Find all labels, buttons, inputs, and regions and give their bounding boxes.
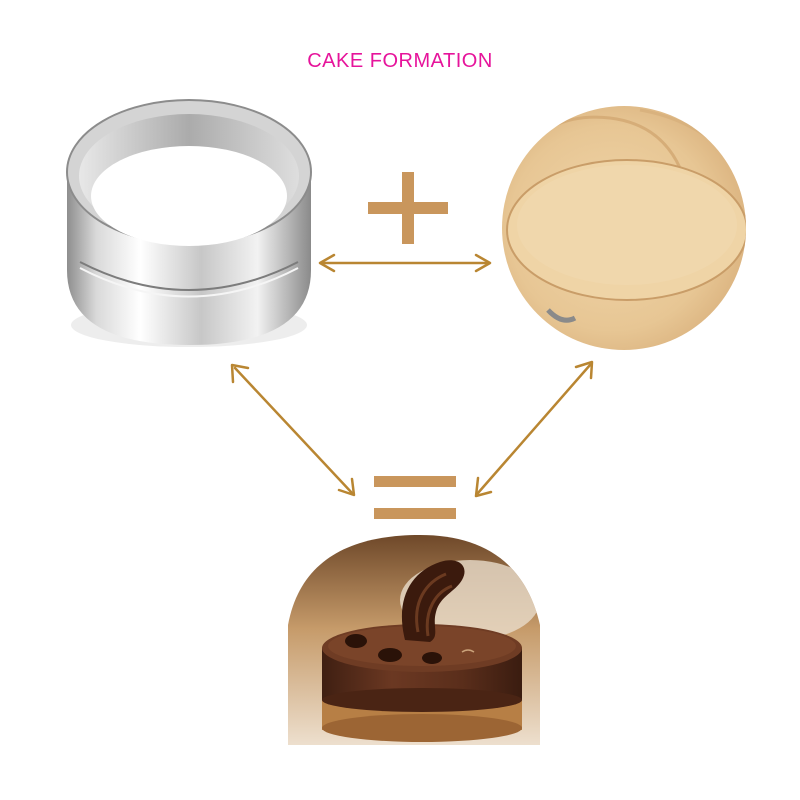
arrow-mold-dough <box>318 253 492 273</box>
rolled-dough-image <box>502 106 746 350</box>
arrow-mold-cake <box>230 363 356 497</box>
page-title: CAKE FORMATION <box>307 50 493 72</box>
plus-sign-icon <box>368 172 448 244</box>
steel-ring-mold-image <box>66 99 312 347</box>
arrow-dough-cake <box>474 360 594 498</box>
equals-sign-icon <box>374 476 456 519</box>
chocolate-mousse-cake-image <box>288 535 540 745</box>
